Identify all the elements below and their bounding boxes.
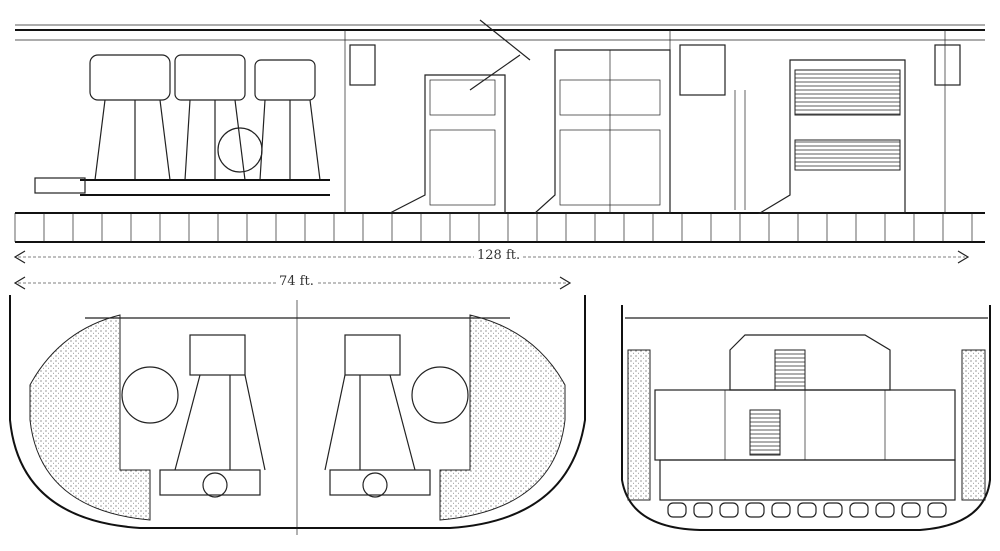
beam-dimension-label: 74 ft. [276, 274, 317, 289]
length-dimension-label: 128 ft. [474, 248, 524, 263]
furnace-door [771, 502, 791, 518]
furnace-door [745, 502, 765, 518]
triple-expansion-engine [34, 54, 330, 196]
boiler-front [389, 19, 531, 214]
furnace-door [927, 502, 947, 518]
auxiliary-pumps [349, 44, 961, 210]
boiler-tubes [757, 59, 906, 214]
furnace-door [693, 502, 713, 518]
port-engine [121, 334, 266, 498]
longitudinal-section [14, 19, 985, 243]
furnace-door [823, 502, 843, 518]
length-dimension [13, 250, 970, 264]
floor-frames [14, 213, 973, 242]
furnace-door [901, 502, 921, 518]
furnace-door [719, 502, 739, 518]
furnace-door [797, 502, 817, 518]
furnace-door [849, 502, 869, 518]
furnace-doors [667, 502, 947, 518]
furnace-door [875, 502, 895, 518]
furnace-door [667, 502, 687, 518]
engine-cross-section [9, 295, 586, 535]
boiler-cross-section [621, 305, 991, 531]
starboard-engine [324, 334, 469, 498]
boiler-front [533, 49, 671, 214]
